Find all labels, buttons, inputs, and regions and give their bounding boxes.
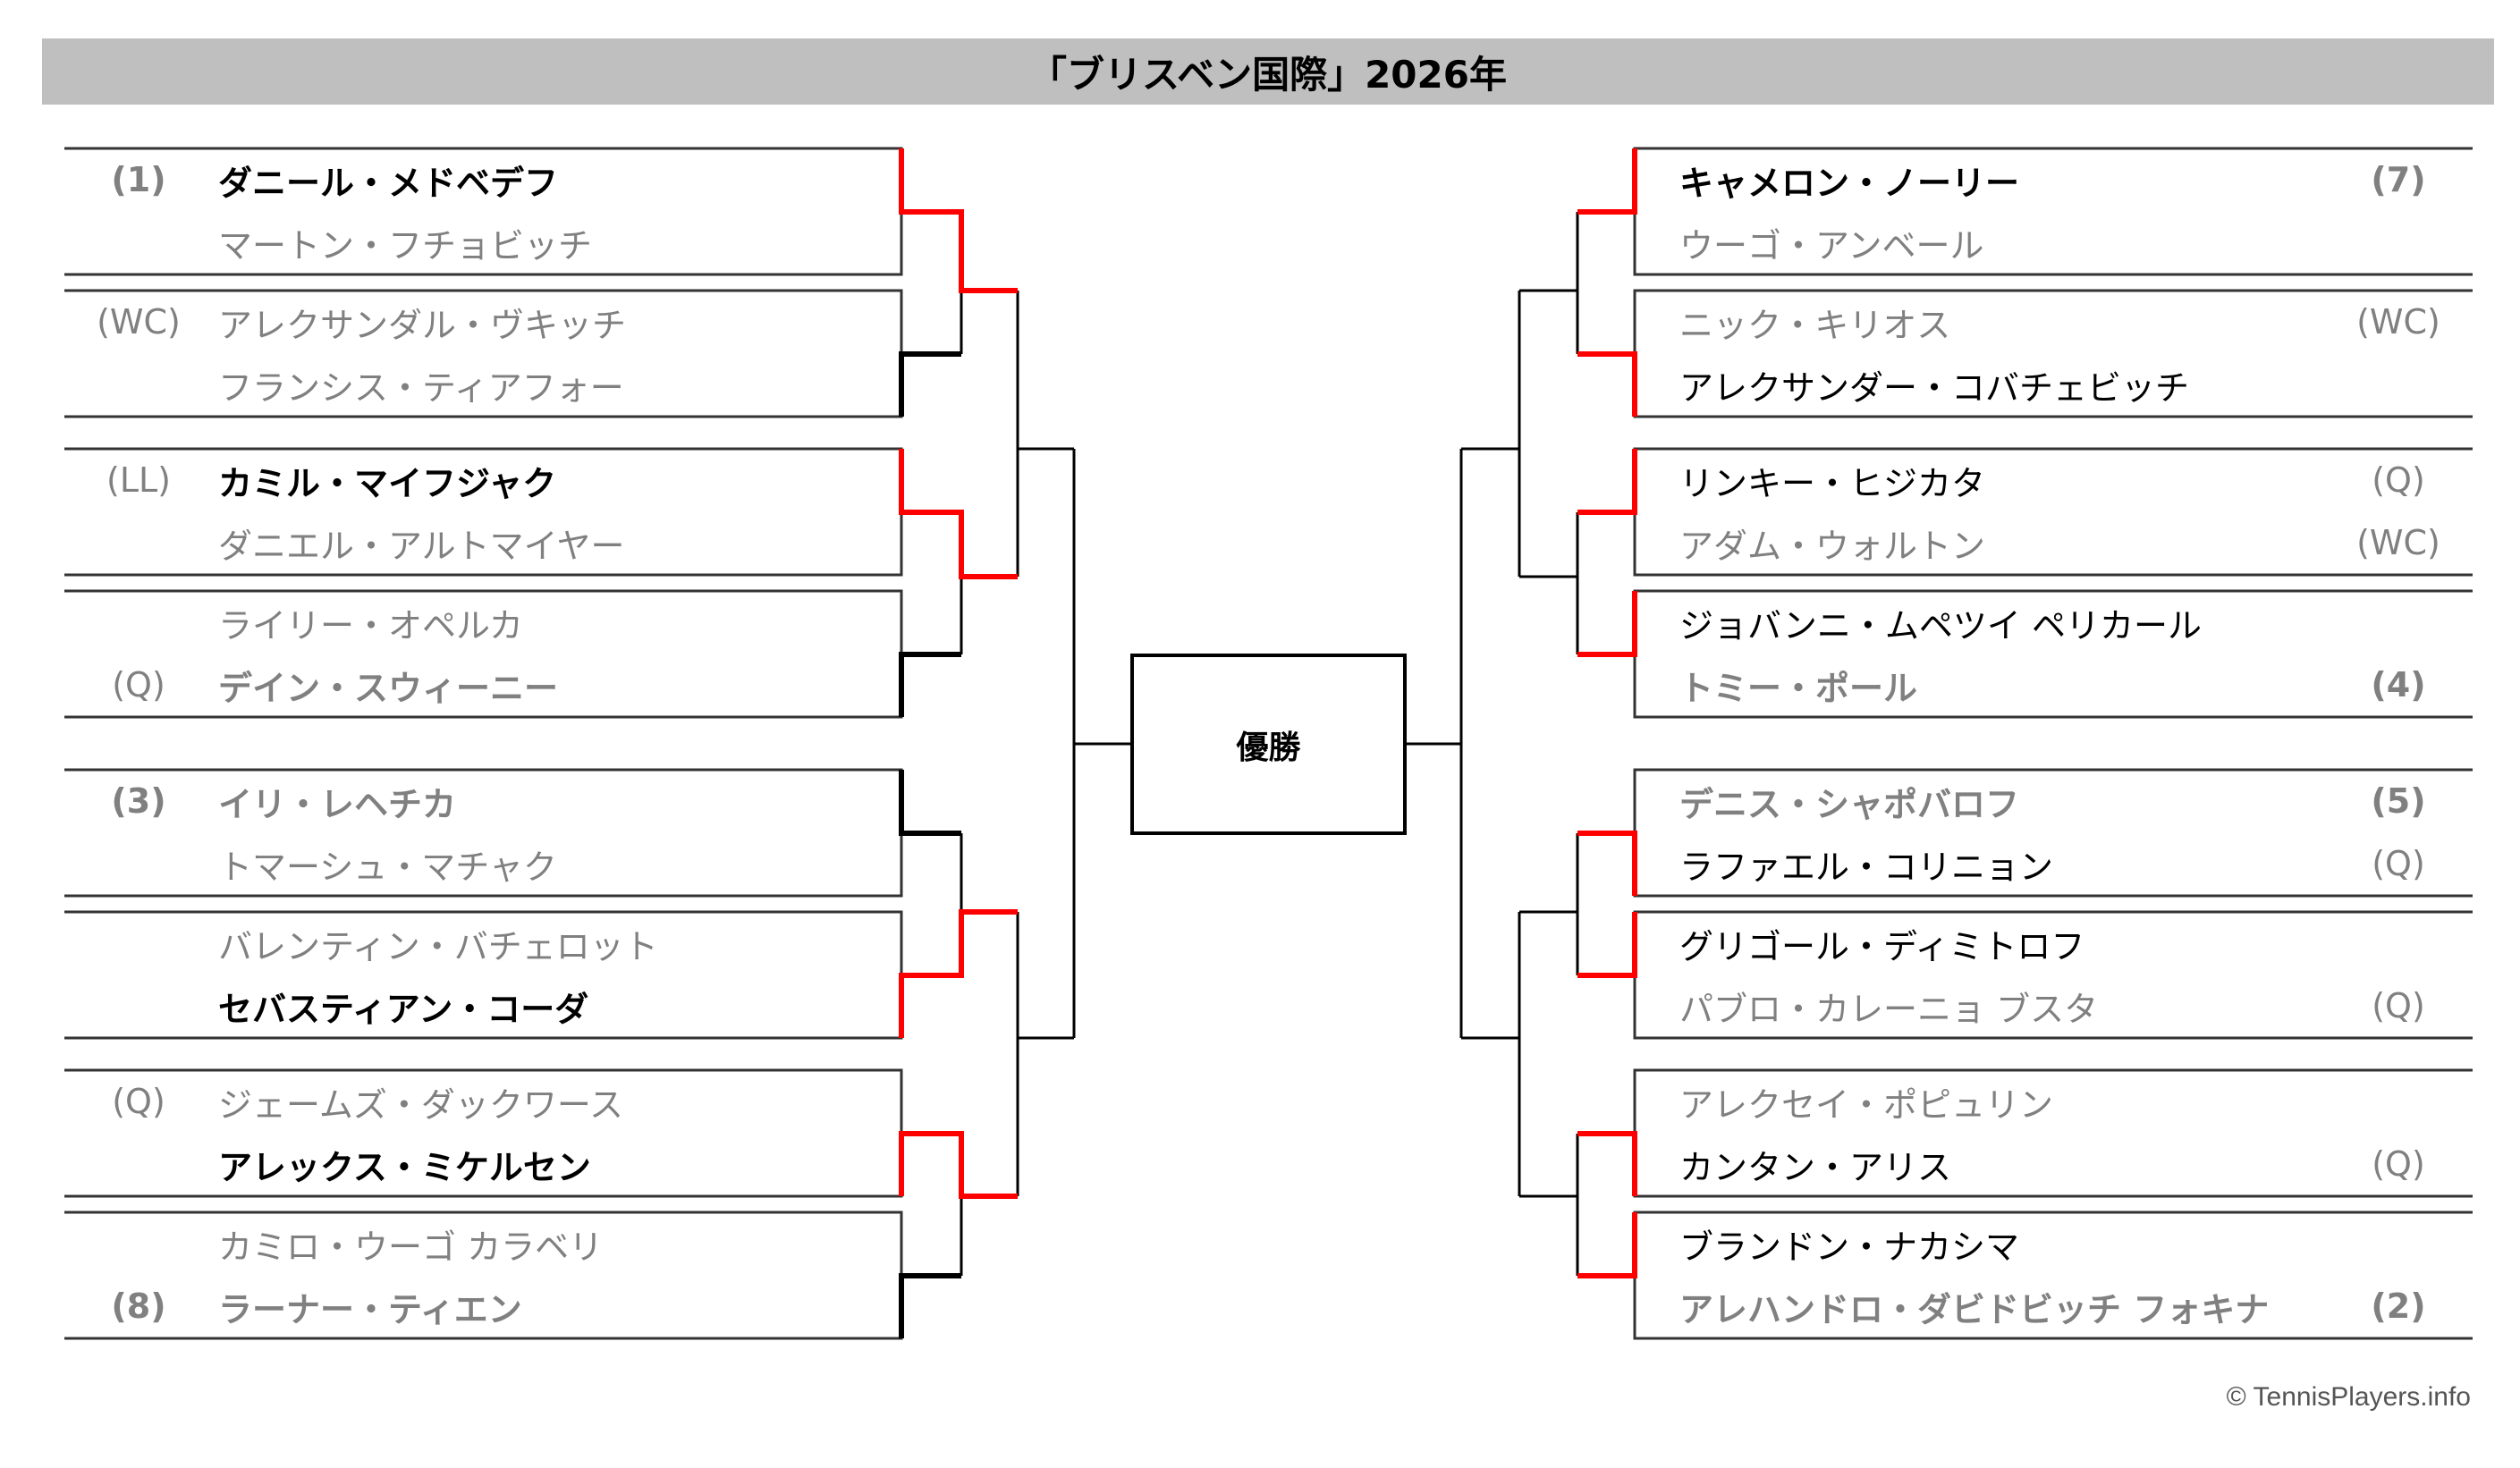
player-row: (Q) ジェームズ・ダックワース [72, 1075, 894, 1128]
player-row: (Q) リンキー・ヒジカタ [1645, 453, 2468, 507]
copyright-credit: © TennisPlayers.info [2226, 1382, 2471, 1412]
player-name: デニス・シャポバロフ [1679, 784, 2020, 824]
player-row: (Q) ラファエル・コリニョン [1645, 837, 2468, 890]
seed-label: (7) [2371, 160, 2426, 199]
player-row: ダニエル・アルトマイヤー [72, 516, 894, 569]
player-row: アレックス・ミケルセン [72, 1137, 894, 1191]
seed-label: (WC) [2356, 302, 2440, 342]
player-row: (LL) カミル・マイフジャク [72, 453, 894, 507]
player-row: カミロ・ウーゴ カラベリ [72, 1217, 894, 1270]
seed-label: (Q) [2372, 460, 2425, 500]
player-name: カンタン・アリス [1679, 1147, 1952, 1187]
player-row: (WC) アレクサンダル・ヴキッチ [72, 295, 894, 349]
player-name: ジェームズ・ダックワース [218, 1084, 623, 1125]
champion-box [1130, 654, 1407, 835]
player-name: アレクサンダー・コバチェビッチ [1679, 367, 2190, 408]
player-name: アダム・ウォルトン [1679, 526, 1986, 566]
player-name: トマーシュ・マチャク [218, 847, 557, 887]
player-name: アレハンドロ・ダビドビッチ フォキナ [1679, 1289, 2270, 1329]
player-name: セバスティアン・コーダ [218, 989, 589, 1029]
player-name: グリゴール・ディミトロフ [1679, 926, 2085, 966]
player-row: バレンティン・バチェロット [72, 916, 894, 970]
player-name: ラファエル・コリニョン [1679, 847, 2054, 887]
player-name: バレンティン・バチェロット [218, 926, 658, 966]
player-row: ジョバンニ・ムペツイ ペリカール [1645, 595, 2468, 649]
seed-label: (WC) [2356, 523, 2440, 562]
player-name: パブロ・カレーニョ ブスタ [1679, 989, 2099, 1029]
seed-label: (3) [111, 781, 166, 821]
player-row: グリゴール・ディミトロフ [1645, 916, 2468, 970]
player-row: (1) ダニール・メドベデフ [72, 153, 894, 207]
player-name: キャメロン・ノーリー [1679, 163, 2020, 203]
player-row: (WC) アダム・ウォルトン [1645, 516, 2468, 569]
player-name: ジョバンニ・ムペツイ ペリカール [1679, 605, 2202, 645]
player-row: アレクサンダー・コバチェビッチ [1645, 358, 2468, 411]
player-row: (Q) パブロ・カレーニョ ブスタ [1645, 979, 2468, 1033]
seed-label: (1) [111, 160, 166, 199]
player-name: ライリー・オペルカ [218, 605, 523, 645]
past-win-lines [899, 351, 961, 1338]
player-name: デイン・スウィーニー [218, 668, 559, 708]
player-row: ブランドン・ナカシマ [1645, 1217, 2468, 1270]
player-row: (Q) デイン・スウィーニー [72, 658, 894, 712]
seed-label: (5) [2371, 781, 2426, 821]
seed-label: (Q) [112, 1082, 165, 1121]
seed-label: (2) [2371, 1287, 2426, 1326]
player-name: ダニール・メドベデフ [218, 163, 559, 203]
player-row: (2) アレハンドロ・ダビドビッチ フォキナ [1645, 1279, 2468, 1333]
player-row: (3) イリ・レヘチカ [72, 774, 894, 828]
player-name: マートン・フチョビッチ [218, 225, 593, 266]
player-row: セバスティアン・コーダ [72, 979, 894, 1033]
page-title: 「ブリスベン国際」2026年 [1029, 52, 1507, 97]
player-name: アレクサンダル・ヴキッチ [218, 305, 627, 345]
player-row: ライリー・オペルカ [72, 595, 894, 649]
player-row: トマーシュ・マチャク [72, 837, 894, 890]
champion-label: 優勝 [1236, 729, 1301, 766]
player-row: (8) ラーナー・ティエン [72, 1279, 894, 1333]
player-name: フランシス・ティアフォー [218, 367, 624, 408]
player-name: リンキー・ヒジカタ [1679, 463, 1986, 503]
seed-label: (Q) [2372, 986, 2425, 1025]
player-row: アレクセイ・ポピュリン [1645, 1075, 2468, 1128]
player-name: ダニエル・アルトマイヤー [218, 526, 625, 566]
seed-label: (8) [111, 1287, 166, 1326]
player-row: (WC) ニック・キリオス [1645, 295, 2468, 349]
player-name: ウーゴ・アンベール [1679, 225, 1984, 266]
player-row: マートン・フチョビッチ [72, 215, 894, 269]
player-name: ニック・キリオス [1679, 305, 1951, 345]
player-name: トミー・ポール [1679, 668, 1918, 708]
player-row: ウーゴ・アンベール [1645, 215, 2468, 269]
player-row: (Q) カンタン・アリス [1645, 1137, 2468, 1191]
seed-label: (Q) [2372, 1144, 2425, 1184]
title-bar: 「ブリスベン国際」2026年 [42, 38, 2494, 105]
seed-label: (4) [2371, 665, 2426, 704]
player-row: (5) デニス・シャポバロフ [1645, 774, 2468, 828]
player-name: アレックス・ミケルセン [218, 1147, 591, 1187]
player-name: ブランドン・ナカシマ [1679, 1227, 2020, 1267]
player-name: アレクセイ・ポピュリン [1679, 1084, 2054, 1125]
player-row: (7) キャメロン・ノーリー [1645, 153, 2468, 207]
seed-label: (Q) [2372, 844, 2425, 883]
seed-label: (LL) [106, 460, 171, 500]
player-name: イリ・レヘチカ [218, 784, 457, 824]
player-name: カミル・マイフジャク [218, 463, 557, 503]
player-row: フランシス・ティアフォー [72, 358, 894, 411]
player-name: ラーナー・ティエン [218, 1289, 522, 1329]
seed-label: (WC) [97, 302, 181, 342]
seed-label: (Q) [112, 665, 165, 704]
winner-lines [899, 148, 1637, 1278]
player-row: (4) トミー・ポール [1645, 658, 2468, 712]
player-name: カミロ・ウーゴ カラベリ [218, 1227, 604, 1267]
